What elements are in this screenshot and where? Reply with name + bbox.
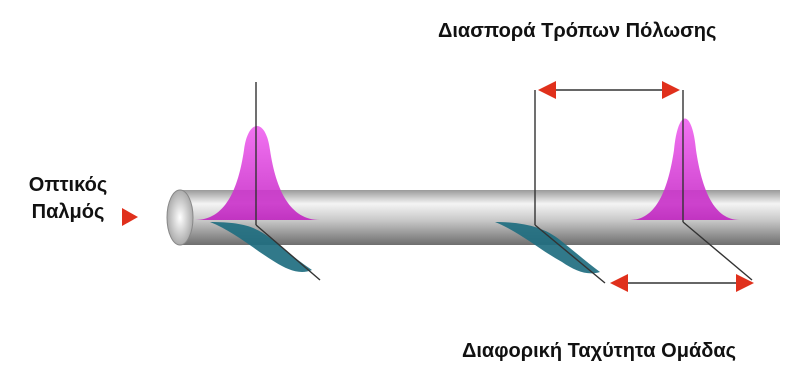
pulse-horizontal-component-2 [495, 222, 600, 274]
pulse-1-diagonal-axis [255, 224, 321, 281]
pulse-2-diagonal-axis [682, 221, 753, 281]
optical-pulse-label: Οπτικός Παλμός [10, 172, 126, 226]
pulse-vertical-component-1 [195, 126, 320, 220]
pulse-vertical-component-2 [630, 118, 740, 220]
polarization-mode-dispersion-arrow [538, 81, 680, 99]
fiber-end-face [166, 189, 194, 246]
differential-group-velocity-label: Διαφορική Ταχύτητα Ομάδας [462, 340, 737, 362]
input-pulse-arrow-icon [122, 208, 138, 226]
optical-pulse-label-line-1: Οπτικός [28, 174, 108, 196]
differential-group-velocity-arrow [610, 274, 754, 292]
optical-pulse-label-line-2: Παλμός [31, 201, 105, 223]
separation-marker-left-diagonal [534, 224, 606, 284]
polarization-mode-dispersion-label: Διασπορά Τρόπων Πόλωσης [438, 20, 717, 42]
pulse-horizontal-component-1 [210, 222, 312, 273]
